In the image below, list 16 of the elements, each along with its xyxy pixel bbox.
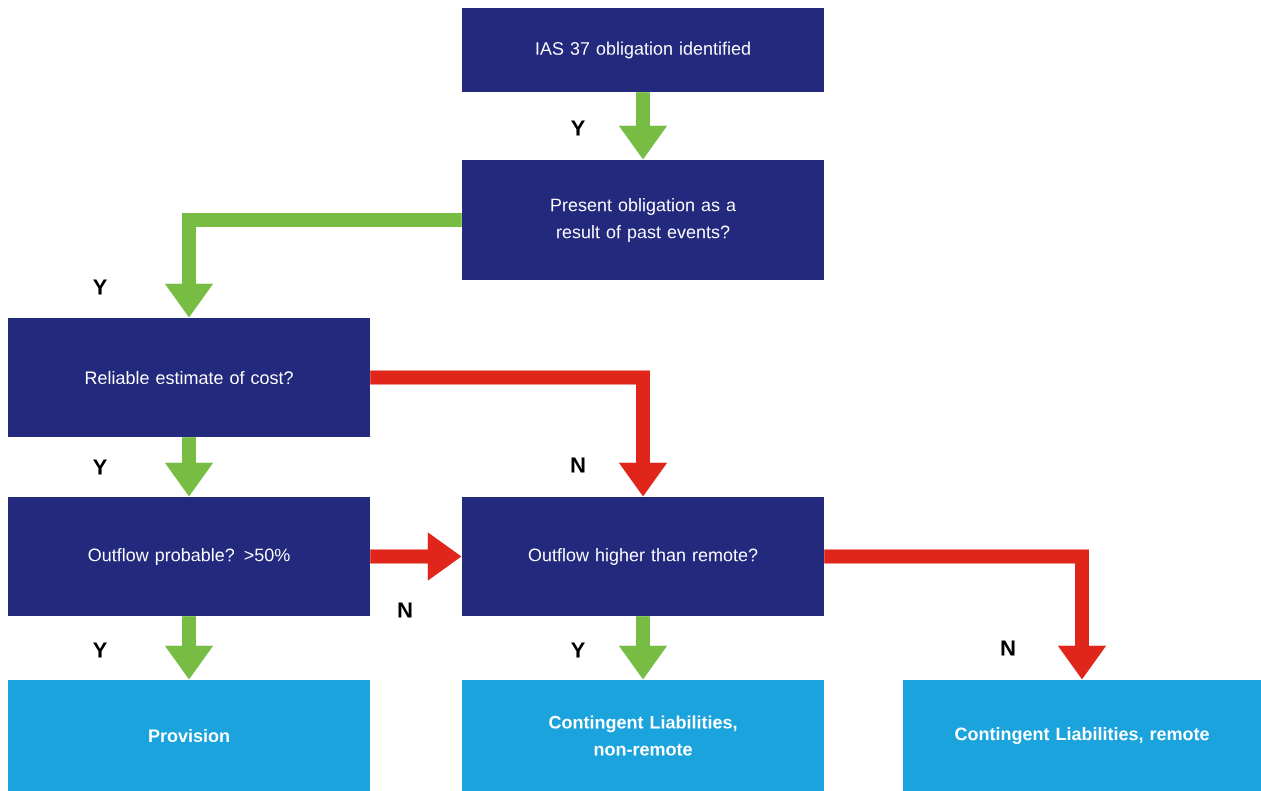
edge-label: Y (571, 642, 585, 658)
edge-label: Y (93, 642, 107, 658)
decision-box: Reliable estimate of cost? (8, 318, 370, 437)
decision-box: Present obligation as a result of past events? (462, 160, 824, 280)
edge-label: N (398, 602, 412, 618)
outcome-box: Contingent Liabilities, non-remote (462, 680, 824, 791)
decision-box: Outflow probable? >50% (8, 497, 370, 616)
edge-label: Y (571, 120, 585, 136)
edge-label: Y (93, 279, 107, 295)
process-box: IAS 37 obligation identified (462, 8, 824, 92)
outcome-box: Contingent Liabilities, remote (903, 680, 1261, 791)
outcome-box: Provision (8, 680, 370, 791)
decision-box: Outflow higher than remote? (462, 497, 824, 616)
edge-label: Y (93, 459, 107, 475)
edge-label: N (571, 457, 585, 473)
edge-label: N (1001, 640, 1015, 656)
